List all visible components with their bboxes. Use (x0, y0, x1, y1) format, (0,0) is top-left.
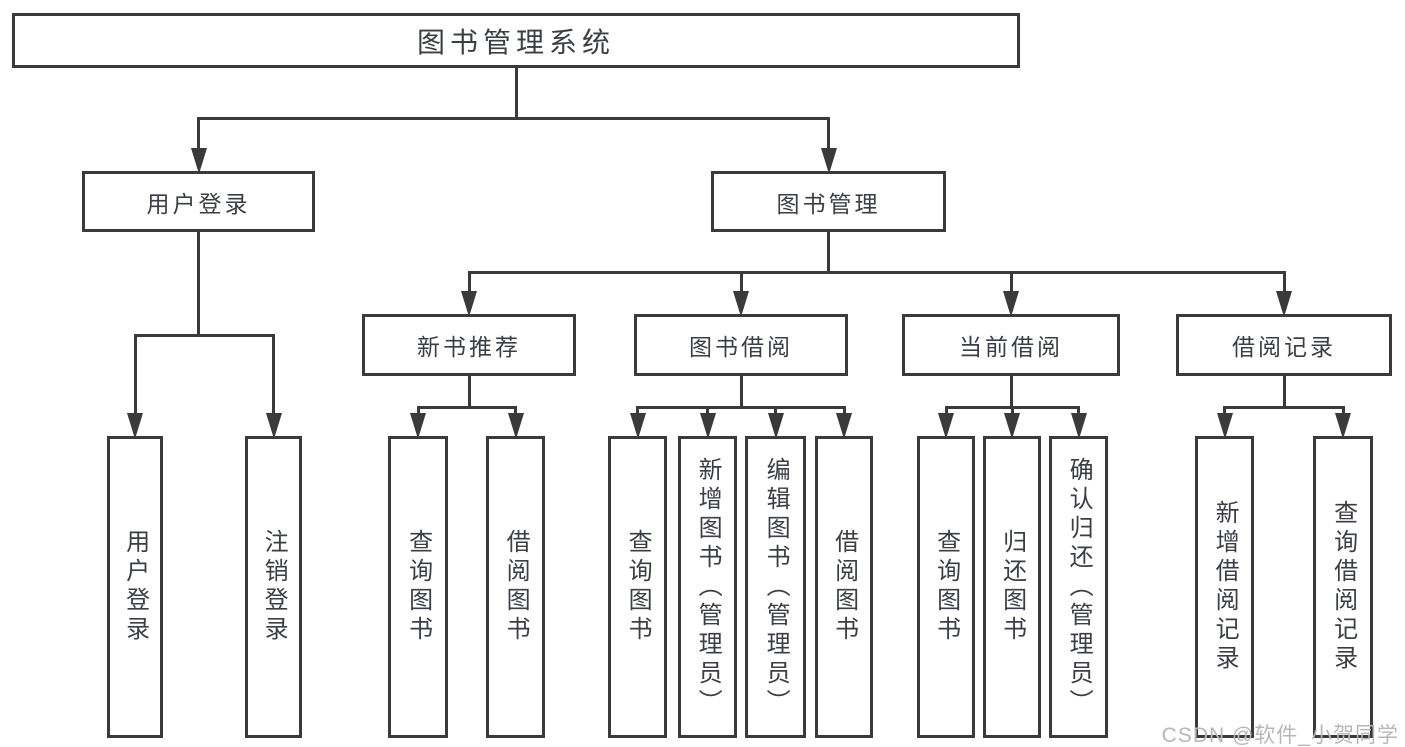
node-label: 注销登录 (260, 529, 288, 645)
connector-line (1009, 376, 1013, 409)
connector-line (636, 405, 846, 409)
node-label: 借阅记录 (1232, 334, 1336, 360)
connector-line (739, 272, 743, 298)
node-label: 新增图书（管理员） (694, 456, 722, 718)
node-label: 新书推荐 (417, 334, 521, 360)
arrow-down-icon (1216, 413, 1233, 439)
connector-line (1282, 376, 1286, 409)
node-leaf-bb-borrow: 借阅图书 (815, 436, 873, 738)
node-label: 查询借阅记录 (1329, 500, 1357, 674)
arrow-down-icon (767, 413, 784, 439)
node-label: 图书管理 (776, 190, 881, 217)
node-leaf-nb-borrow: 借阅图书 (486, 436, 545, 738)
connector-line (133, 333, 275, 337)
connector-line (1223, 405, 1345, 409)
node-label: 借阅图书 (502, 529, 530, 645)
arrow-down-icon (1003, 291, 1019, 317)
arrow-down-icon (629, 413, 646, 439)
node-leaf-cb-query: 查询图书 (917, 436, 975, 738)
connector-line (197, 232, 200, 337)
arrow-down-icon (836, 413, 852, 439)
connector-line (197, 118, 200, 155)
arrow-down-icon (461, 291, 477, 317)
node-leaf-user-login: 用户登录 (107, 436, 163, 738)
arrow-down-icon (265, 413, 282, 439)
connector-line (416, 405, 517, 409)
node-current-borrow: 当前借阅 (902, 314, 1120, 376)
node-root: 图书管理系统 (12, 13, 1020, 68)
connector-line (467, 376, 471, 409)
arrow-down-icon (699, 413, 716, 439)
node-label: 用户登录 (146, 190, 251, 217)
arrow-down-icon (938, 413, 954, 439)
connector-line (739, 376, 743, 409)
node-user-login: 用户登录 (82, 171, 315, 232)
arrow-down-icon (1335, 413, 1351, 439)
arrow-down-icon (507, 413, 524, 439)
node-book-borrow: 图书借阅 (634, 314, 848, 376)
node-label: 编辑图书（管理员） (762, 456, 790, 718)
arrow-down-icon (127, 413, 143, 439)
node-leaf-br-add: 新增借阅记录 (1195, 436, 1254, 738)
node-label: 查询图书 (624, 529, 652, 645)
node-label: 图书借阅 (689, 334, 793, 360)
node-book-mgmt: 图书管理 (711, 171, 946, 232)
node-label: 查询图书 (932, 529, 960, 645)
arrow-down-icon (190, 148, 207, 174)
arrow-down-icon (1070, 413, 1087, 439)
node-label: 当前借阅 (959, 334, 1063, 360)
node-label: 归还图书 (998, 529, 1026, 645)
connector-line (514, 68, 518, 120)
watermark: CSDN @软件_小贺同学 (1161, 724, 1399, 747)
connector-line (467, 272, 471, 298)
connector-line (1009, 272, 1013, 298)
arrow-down-icon (1004, 413, 1020, 439)
node-borrow-records: 借阅记录 (1176, 314, 1392, 376)
node-leaf-nb-query: 查询图书 (388, 436, 448, 738)
connector-line (467, 270, 1286, 274)
connector-line (197, 116, 830, 120)
connector-line (1282, 272, 1286, 298)
arrow-down-icon (820, 148, 837, 174)
node-label: 新增借阅记录 (1211, 500, 1239, 674)
node-leaf-bb-edit: 编辑图书（管理员） (745, 436, 806, 738)
connector-line (827, 118, 830, 155)
node-leaf-cb-return: 归还图书 (983, 436, 1041, 738)
connector-line (827, 232, 830, 274)
arrow-down-icon (410, 413, 426, 439)
node-label: 确认归还（管理员） (1065, 456, 1093, 718)
node-leaf-cb-confirm: 确认归还（管理员） (1049, 436, 1108, 738)
node-label: 借阅图书 (830, 529, 858, 645)
node-leaf-br-query: 查询借阅记录 (1313, 436, 1373, 738)
connector-line (272, 335, 275, 420)
node-new-book-rec: 新书推荐 (362, 314, 576, 376)
connector-line (133, 335, 137, 420)
arrow-down-icon (733, 291, 749, 317)
node-label: 用户登录 (121, 529, 149, 645)
node-leaf-bb-add: 新增图书（管理员） (678, 436, 737, 738)
node-leaf-bb-query: 查询图书 (608, 436, 667, 738)
node-label: 图书管理系统 (416, 26, 615, 58)
arrow-down-icon (1276, 291, 1292, 317)
node-leaf-logout: 注销登录 (245, 436, 302, 738)
node-label: 查询图书 (404, 529, 432, 645)
